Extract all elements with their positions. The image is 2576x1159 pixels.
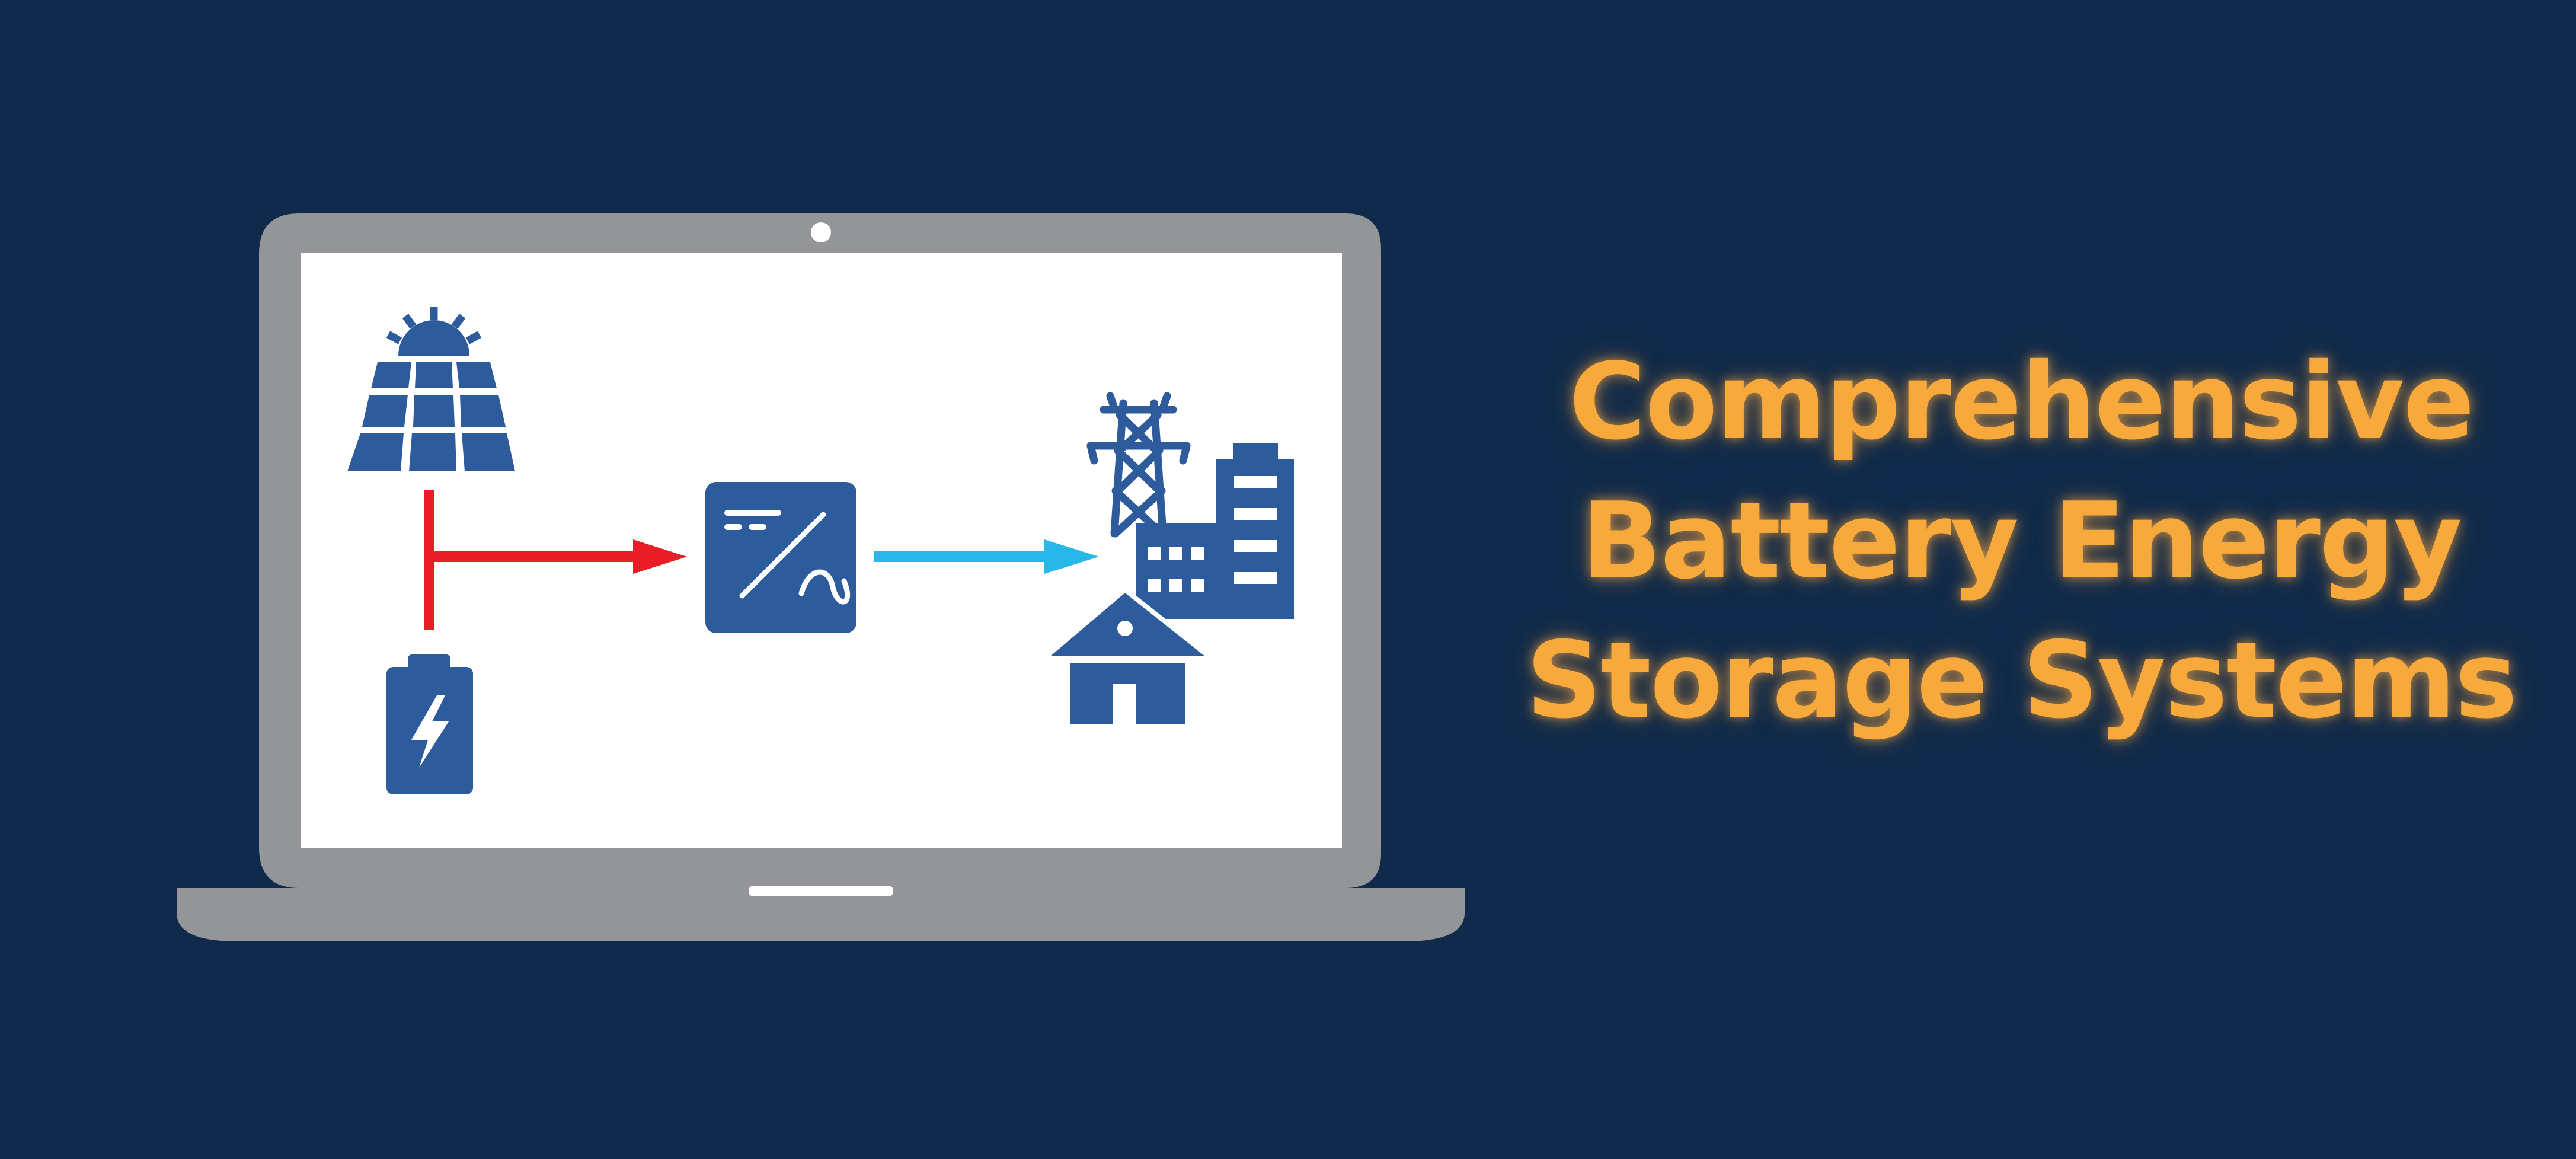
battery-icon (386, 654, 473, 794)
office-building-icon (1136, 443, 1294, 619)
webcam (811, 222, 831, 242)
dc-connection-arrow (424, 490, 687, 630)
headline-line-2: Battery Energy (1581, 480, 2463, 602)
house-icon (1046, 588, 1210, 724)
inverter-icon (705, 482, 856, 633)
trackpad-notch (749, 886, 893, 896)
ac-connection-arrow (874, 539, 1099, 574)
transmission-tower-icon (1086, 392, 1191, 538)
headline-line-3: Storage Systems (1526, 619, 2518, 742)
laptop-base (177, 888, 1465, 941)
headline: Comprehensive Battery Energy Storage Sys… (1500, 332, 2543, 750)
solar-panel-icon (347, 307, 515, 471)
headline-line-1: Comprehensive (1568, 340, 2475, 463)
lightning-bolt-icon (411, 695, 449, 768)
sun-icon (386, 307, 482, 356)
